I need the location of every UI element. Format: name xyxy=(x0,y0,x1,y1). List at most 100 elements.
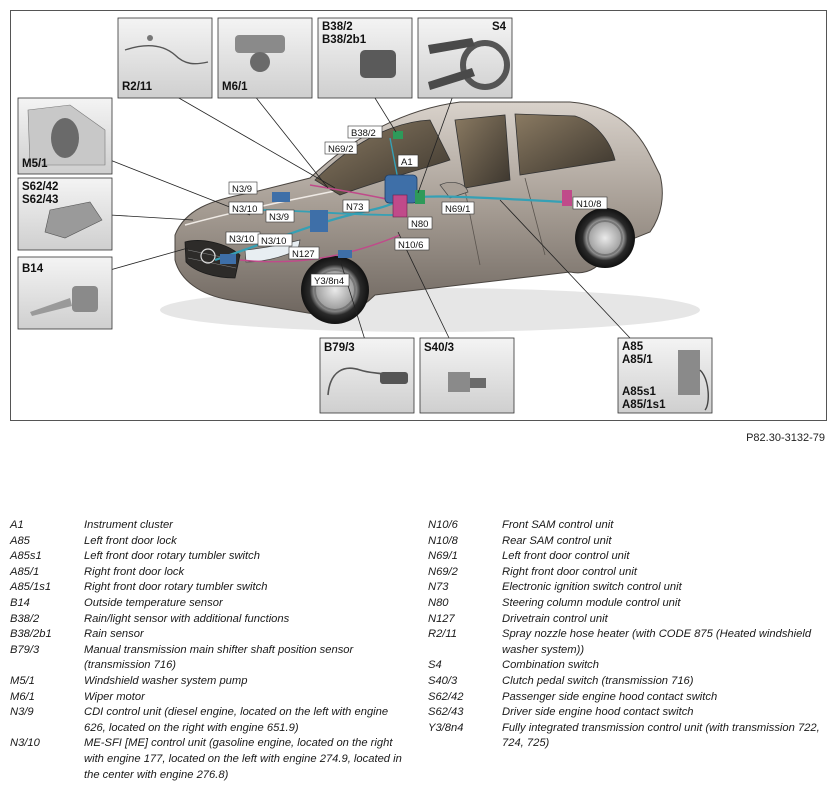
legend-code: S40/3 xyxy=(428,674,458,687)
car-label-n3-10-b[interactable]: N3/10 xyxy=(225,231,261,245)
legend-code: A85/1s1 xyxy=(10,581,52,594)
legend-description: Left front door lock xyxy=(84,534,177,547)
legend-code: M6/1 xyxy=(10,690,35,703)
callout-label-b38-2b1: B38/2b1 xyxy=(322,34,367,46)
legend-row: A85/1 Right front door lock xyxy=(10,565,410,581)
legend-description: Front SAM control unit xyxy=(502,519,614,531)
car-label-n69-1[interactable]: N69/1 xyxy=(441,201,475,215)
car-label-n3-10-c[interactable]: N3/10 xyxy=(257,233,293,247)
legend-row: S62/42 Passenger side engine hood contact… xyxy=(428,690,828,706)
legend-description: Right front door rotary tumbler switch xyxy=(84,581,268,594)
callout-b79-3[interactable]: B79/3 xyxy=(319,337,415,414)
callout-label-a85-1s1: A85/1s1 xyxy=(622,399,666,411)
callout-label-b38-2: B38/2 xyxy=(322,21,353,33)
legend-code: S4 xyxy=(428,659,442,672)
legend-code: S62/43 xyxy=(428,706,464,719)
car-label-n73[interactable]: N73 xyxy=(342,199,370,213)
legend-code: B79/3 xyxy=(10,643,40,656)
car-label-n3-9-b[interactable]: N3/9 xyxy=(265,209,295,223)
car-labels: B38/2 N69/2 A1 N3/9 N3/10 N73 N69/1 N10 xyxy=(225,125,608,287)
callout-b38-2[interactable]: B38/2 B38/2b1 xyxy=(317,17,413,99)
legend-description: Manual transmission main shifter shaft p… xyxy=(84,643,354,672)
legend-code: B38/2b1 xyxy=(10,628,52,641)
svg-text:N3/10: N3/10 xyxy=(232,204,257,215)
car-label-n127[interactable]: N127 xyxy=(288,246,320,260)
legend-code: N69/1 xyxy=(428,550,458,563)
legend-code: N10/6 xyxy=(428,519,458,531)
combination-switch-icon xyxy=(460,40,510,90)
legend-code: A85/1 xyxy=(10,565,40,578)
callout-s4[interactable]: S4 xyxy=(417,17,513,99)
car-label-n10-6[interactable]: N10/6 xyxy=(394,237,430,251)
legend-description: Fully integrated transmission control un… xyxy=(502,721,820,750)
callout-m5-1[interactable]: M5/1 xyxy=(17,97,113,175)
legend-code: A85 xyxy=(10,534,30,547)
callout-s40-3[interactable]: S40/3 xyxy=(419,337,515,414)
legend-code: N127 xyxy=(428,612,455,625)
callout-r2-11[interactable]: R2/11 xyxy=(117,17,213,99)
car-label-y3-8n4[interactable]: Y3/8n4 xyxy=(310,273,350,287)
hose-heater-icon xyxy=(124,45,209,65)
wiper-motor-icon xyxy=(235,35,285,53)
svg-text:N127: N127 xyxy=(292,249,315,260)
legend-description: Combination switch xyxy=(502,659,600,672)
callout-label-a85s1: A85s1 xyxy=(622,386,656,398)
svg-text:N3/10: N3/10 xyxy=(229,234,254,245)
legend-row: A85 Left front door lock xyxy=(10,534,410,550)
legend-code: B14 xyxy=(10,596,30,609)
car-label-n80[interactable]: N80 xyxy=(407,216,433,230)
legend-description: Left front door control unit xyxy=(502,550,630,563)
callout-a85[interactable]: A85 A85/1 A85s1 A85/1s1 xyxy=(617,337,713,414)
legend-description: Rear SAM control unit xyxy=(502,534,612,547)
svg-text:N69/1: N69/1 xyxy=(445,204,470,215)
car-label-n69-2[interactable]: N69/2 xyxy=(324,141,358,155)
svg-text:N80: N80 xyxy=(411,219,428,230)
car-label-n10-8[interactable]: N10/8 xyxy=(572,196,608,210)
svg-text:N10/8: N10/8 xyxy=(576,199,601,210)
hood-contact-switch-icon xyxy=(44,201,103,239)
legend-description: Spray nozzle hose heater (with CODE 875 … xyxy=(502,628,812,656)
legend-code: A1 xyxy=(10,519,24,531)
legend-row: A85/1s1 Right front door rotary tumbler s… xyxy=(10,580,410,596)
car-illustration xyxy=(160,101,700,332)
legend-description: Steering column module control unit xyxy=(502,596,681,609)
legend-row: S4 Combination switch xyxy=(428,658,828,674)
car-label-b38-2[interactable]: B38/2 xyxy=(347,125,383,139)
legend-description: Left front door rotary tumbler switch xyxy=(84,550,260,563)
callout-label-r2-11: R2/11 xyxy=(122,81,153,93)
svg-text:N69/2: N69/2 xyxy=(328,144,353,155)
svg-text:N3/10: N3/10 xyxy=(261,236,286,247)
svg-text:N73: N73 xyxy=(346,202,363,213)
callout-label-s62-42: S62/42 xyxy=(22,181,58,193)
callout-label-b14: B14 xyxy=(22,263,44,275)
callout-s62-42[interactable]: S62/42 S62/43 xyxy=(17,177,113,251)
car-label-a1[interactable]: A1 xyxy=(397,154,419,168)
reference-code: P82.30-3132-79 xyxy=(746,432,825,444)
callout-b14[interactable]: B14 xyxy=(17,256,113,330)
callout-label-s4: S4 xyxy=(492,21,507,33)
car-label-n3-9-a[interactable]: N3/9 xyxy=(228,181,258,195)
legend-code: N69/2 xyxy=(428,565,458,578)
legend-code: S62/42 xyxy=(428,690,464,703)
legend-description: Rain/light sensor with additional functi… xyxy=(84,612,290,625)
legend-description: Passenger side engine hood contact switc… xyxy=(502,690,718,703)
callout-label-b79-3: B79/3 xyxy=(324,342,355,354)
callout-m6-1[interactable]: M6/1 xyxy=(217,17,313,99)
legend-description: Right front door lock xyxy=(84,565,185,578)
svg-text:Y3/8n4: Y3/8n4 xyxy=(314,276,344,287)
clutch-pedal-switch-icon xyxy=(448,372,470,392)
legend-description: Outside temperature sensor xyxy=(84,596,223,609)
car-label-n3-10-a[interactable]: N3/10 xyxy=(228,201,264,215)
legend-description: Electronic ignition switch control unit xyxy=(502,581,682,594)
legend-row: N10/6 Front SAM control unit xyxy=(428,518,828,534)
